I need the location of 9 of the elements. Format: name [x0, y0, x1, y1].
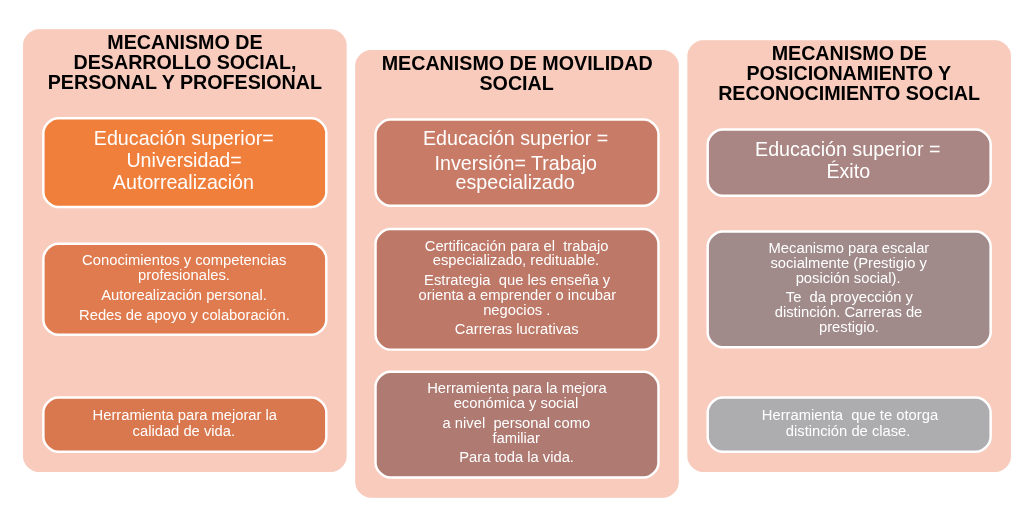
node-box: Educación superior = Inversión= Trabajo especializado — [374, 117, 660, 207]
node-box: Educación superior = Éxito — [706, 127, 992, 197]
node-box: Mecanismo para escalar socialmente (Prestigio y posición social). Te da proyección y distinción. Carreras de prestigio. — [706, 229, 992, 348]
node-box: Educación superior= Universidad= Autorrealización — [42, 116, 328, 208]
node-box: Herramienta para la mejora económica y social a nivel personal como familiar Para toda la vida. — [374, 370, 660, 479]
node-box: Conocimientos y competencias profesionales. Autorealización personal. Redes de apoyo y colaboración. — [42, 242, 328, 336]
node-box: Herramienta que te otorga distinción de clase. — [706, 395, 992, 453]
node-box: Certificación para el trabajo especializado, redituable. Estrategia que les enseña y orienta a emprender o incubar negocios . Carreras lucrativas — [374, 227, 660, 351]
node-box: Herramienta para mejorar la calidad de vida. — [42, 395, 328, 453]
